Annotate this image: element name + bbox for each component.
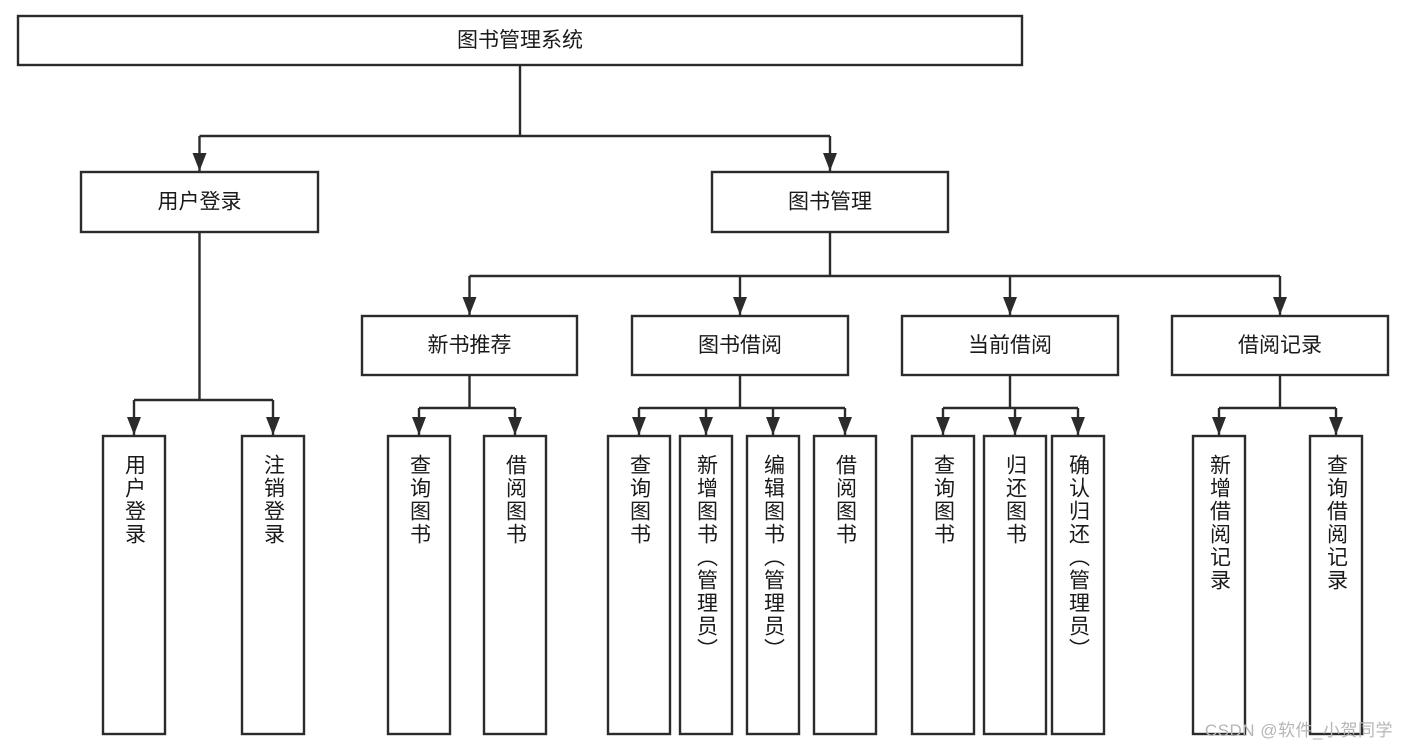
arrow-head-icon: [936, 417, 950, 435]
level3-node-box-3[interactable]: [1170, 314, 1390, 377]
level3-node-label-2: 当前借阅: [968, 334, 1052, 357]
leaf-node-box-4[interactable]: [606, 434, 672, 736]
leaf-node-box-3[interactable]: [482, 434, 548, 736]
leaf-node-box-7[interactable]: [812, 434, 878, 736]
connectors-layer: [127, 65, 1343, 435]
leaf-node-box-10[interactable]: [1050, 434, 1106, 736]
arrow-head-icon: [1003, 297, 1017, 315]
level3-node-box-1[interactable]: [630, 314, 850, 377]
leaf-node-box-11[interactable]: [1191, 434, 1247, 736]
leaf-node-box-5[interactable]: [678, 434, 734, 736]
root-node-label: 图书管理系统: [457, 29, 583, 52]
leaf-node-box-12[interactable]: [1308, 434, 1364, 736]
arrow-head-icon: [508, 417, 522, 435]
arrow-head-icon: [1008, 417, 1022, 435]
arrow-head-icon: [192, 153, 207, 171]
arrow-head-icon: [699, 417, 713, 435]
arrow-head-icon: [412, 417, 426, 435]
boxes-layer: [16, 14, 1390, 736]
arrow-head-icon: [733, 297, 747, 315]
level3-node-label-1: 图书借阅: [698, 334, 782, 357]
root-node-box[interactable]: [16, 14, 1024, 67]
level3-node-label-0: 新书推荐: [428, 334, 512, 357]
arrow-head-icon: [1273, 297, 1287, 315]
arrow-head-icon: [127, 417, 141, 435]
arrow-head-icon: [266, 417, 280, 435]
arrow-head-icon: [632, 417, 646, 435]
leaf-node-box-9[interactable]: [982, 434, 1048, 736]
level3-node-label-3: 借阅记录: [1238, 334, 1322, 357]
watermark-text: CSDN @软件_小贺同学: [1204, 721, 1393, 740]
level3-node-box-0[interactable]: [360, 314, 579, 377]
arrow-head-icon: [1212, 417, 1226, 435]
arrow-head-icon: [823, 153, 837, 171]
arrow-head-icon: [766, 417, 780, 435]
leaf-node-box-0[interactable]: [101, 434, 167, 736]
arrow-head-icon: [838, 417, 852, 435]
level2-node-box-0[interactable]: [79, 170, 320, 234]
arrow-head-icon: [1329, 417, 1343, 435]
leaf-node-box-6[interactable]: [745, 434, 801, 736]
level2-node-label-1: 图书管理: [788, 191, 872, 214]
level2-node-box-1[interactable]: [710, 170, 950, 234]
level3-node-box-2[interactable]: [900, 314, 1120, 377]
level2-node-label-0: 用户登录: [158, 191, 242, 214]
arrow-head-icon: [462, 297, 477, 315]
arrow-head-icon: [1071, 417, 1085, 435]
leaf-node-box-2[interactable]: [386, 434, 452, 736]
leaf-node-box-1[interactable]: [240, 434, 306, 736]
leaf-node-box-8[interactable]: [910, 434, 976, 736]
